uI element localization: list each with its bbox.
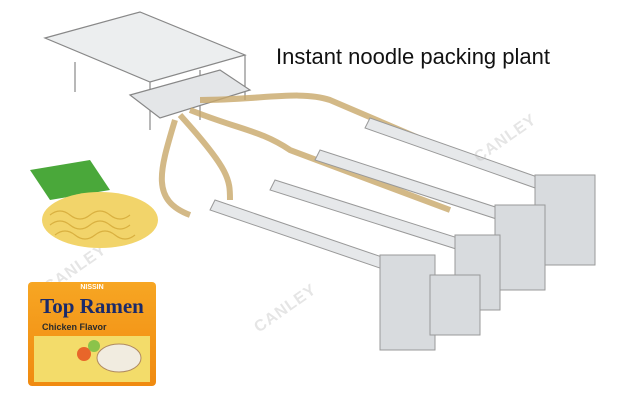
conveyor-lines: [209, 117, 561, 281]
curved-conveyors: [158, 92, 472, 218]
page-title: Instant noodle packing plant: [276, 44, 550, 69]
packing-machines: [379, 174, 596, 351]
top-ramen-package: NISSIN Top Ramen Chicken Flavor: [28, 282, 156, 386]
package-brand: NISSIN: [80, 284, 104, 291]
noodle-bowl-image: [34, 336, 150, 382]
package-flavor: Chicken Flavor: [42, 322, 107, 332]
noodle-block-image: [30, 160, 158, 248]
package-name: Top Ramen: [40, 294, 144, 318]
